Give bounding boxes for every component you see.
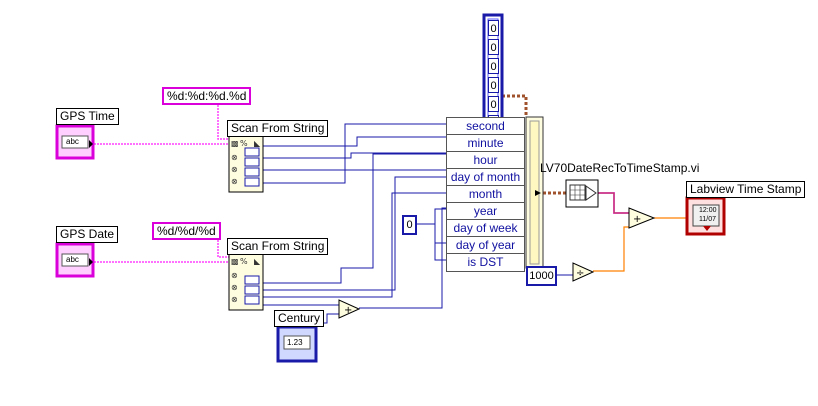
timestamp-time-text: 12:00 (699, 207, 717, 214)
svg-text:⊗: ⊗ (231, 177, 238, 186)
svg-text:▩: ▩ (231, 139, 239, 148)
cluster-field[interactable]: day of year (446, 236, 525, 254)
labview-time-stamp-label: Labview Time Stamp (686, 181, 806, 198)
svg-text:⊗: ⊗ (231, 165, 238, 174)
cluster-field[interactable]: minute (446, 134, 525, 152)
gps-date-label: GPS Date (56, 226, 119, 243)
century-numeric-icon: 1.23 (287, 338, 303, 347)
time-format-constant[interactable]: %d:%d:%d.%d (162, 87, 252, 105)
array-element[interactable]: 0 (488, 96, 499, 112)
array-element[interactable]: 0 (488, 77, 499, 93)
zero-constant[interactable]: 0 (402, 215, 417, 235)
svg-text:+: + (344, 305, 352, 316)
cluster-field[interactable]: second (446, 117, 525, 135)
gps-time-label: GPS Time (56, 108, 119, 125)
svg-text:%: % (240, 139, 248, 148)
divide-node (572, 262, 595, 282)
cluster-field[interactable]: day of week (446, 219, 525, 237)
svg-text:%: % (240, 257, 248, 266)
svg-text:⊗: ⊗ (231, 153, 238, 162)
array-element[interactable]: 0 (488, 39, 499, 55)
date-format-constant[interactable]: %d/%d/%d (152, 222, 221, 240)
array-element[interactable]: 0 (488, 58, 499, 74)
cluster-field[interactable]: is DST (446, 253, 525, 272)
add-century-node (338, 299, 361, 319)
svg-text:◣: ◣ (254, 139, 261, 148)
scan-from-string-2-label: Scan From String (227, 238, 329, 255)
svg-text:+: + (633, 214, 641, 225)
svg-text:◣: ◣ (254, 257, 261, 266)
timestamp-date-text: 11/07 (699, 216, 716, 223)
cluster-field[interactable]: month (446, 185, 525, 203)
array-element[interactable]: 0 (488, 20, 499, 36)
century-label: Century (274, 310, 325, 327)
subvi-label: LV70DateRecToTimeStamp.vi (540, 161, 700, 175)
svg-text:⊗: ⊗ (231, 283, 238, 292)
gps-date-string-icon: abc (66, 255, 79, 264)
gps-time-string-icon: abc (66, 137, 79, 146)
svg-text:÷: ÷ (576, 268, 584, 279)
add-timestamp-node (628, 207, 656, 229)
svg-text:⊗: ⊗ (231, 295, 238, 304)
cluster-field[interactable]: year (446, 202, 525, 220)
svg-text:⊗: ⊗ (231, 271, 238, 280)
scan-from-string-1-label: Scan From String (227, 120, 329, 137)
svg-text:▩: ▩ (231, 257, 239, 266)
cluster-field[interactable]: hour (446, 151, 525, 169)
thousand-constant[interactable]: 1000 (526, 266, 557, 286)
cluster-field[interactable]: day of month (446, 168, 525, 186)
